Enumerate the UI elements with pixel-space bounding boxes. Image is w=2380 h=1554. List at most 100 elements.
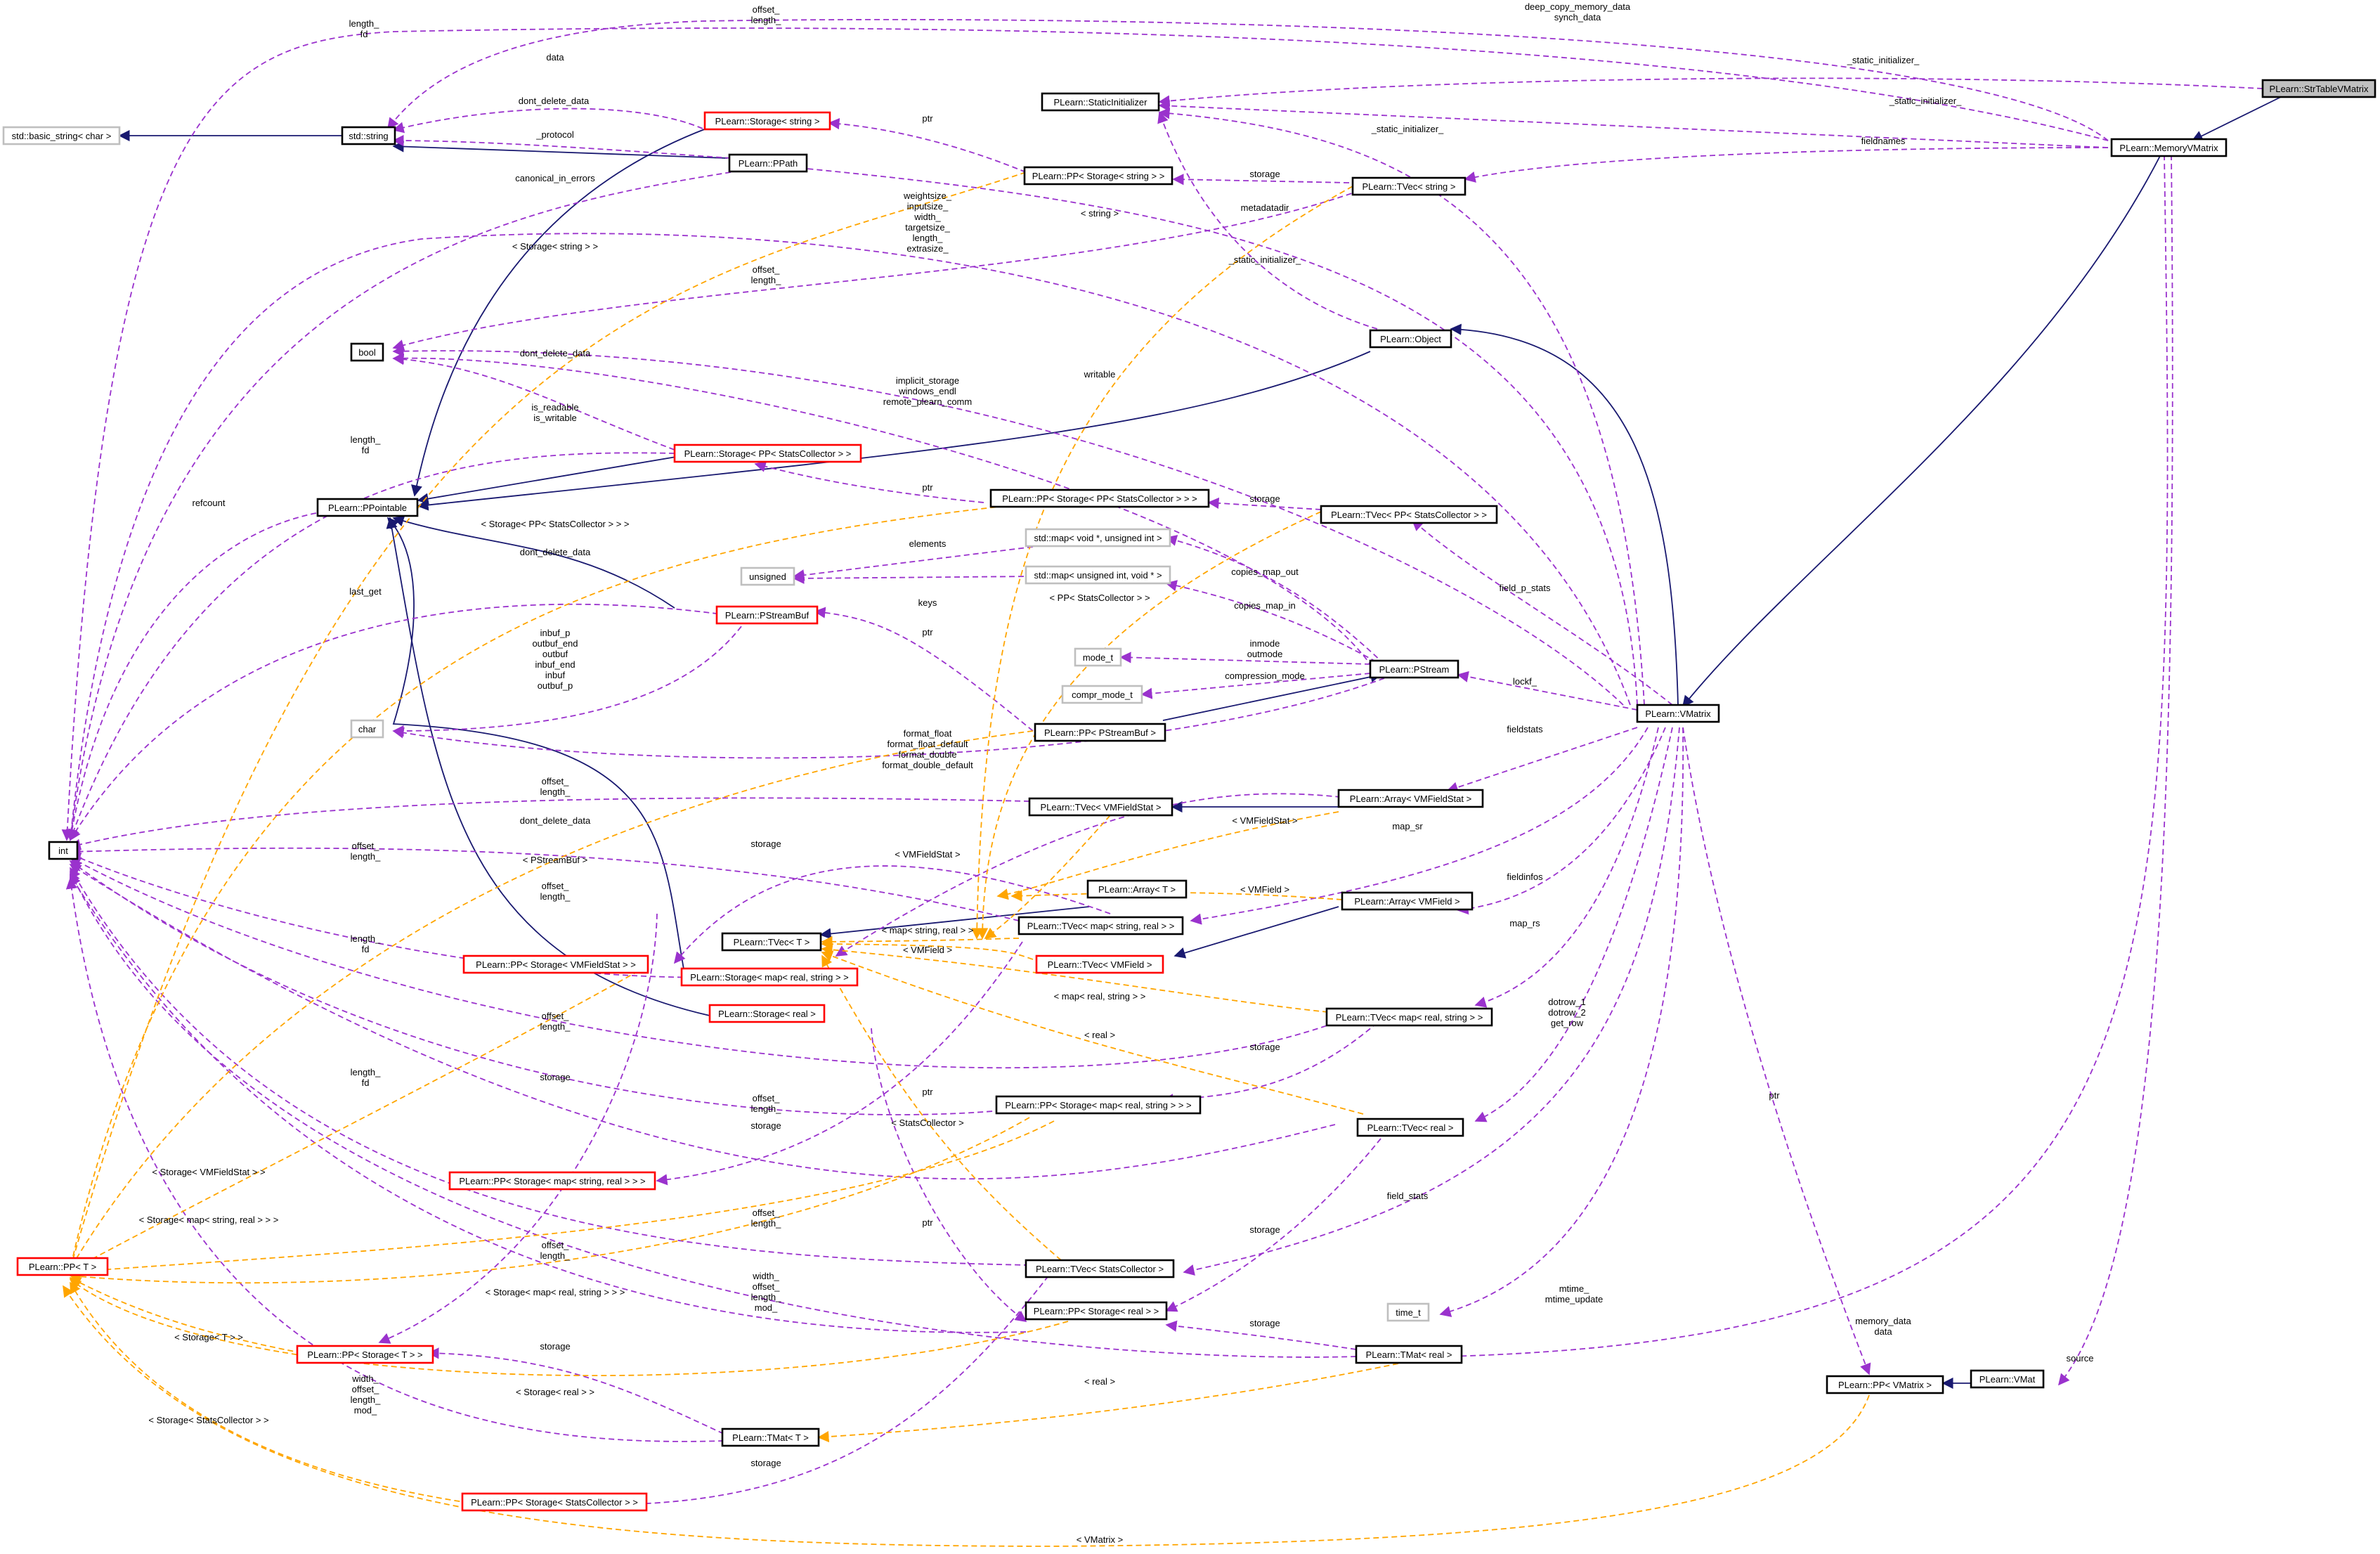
- edge-dep-46: [69, 860, 1002, 1115]
- node-tmat-real[interactable]: PLearn::TMat< real >: [1355, 1345, 1463, 1364]
- node-tvec-string[interactable]: PLearn::TVec< string >: [1351, 176, 1467, 196]
- edge-dep-41: [673, 865, 1111, 964]
- edge-label: < Storage< map< string, real > > >: [139, 1215, 279, 1225]
- node-label: PLearn::VMatrix: [1645, 708, 1711, 719]
- edge-label: fieldnames: [1861, 136, 1906, 146]
- node-tvec-map-string-real[interactable]: PLearn::TVec< map< string, real > >: [1017, 916, 1184, 935]
- edge-dep-44: [1474, 727, 1673, 1122]
- node-tvec-t[interactable]: PLearn::TVec< T >: [721, 932, 822, 952]
- edge-label: canonical_in_errors: [515, 173, 595, 183]
- edge-label: metadatadir: [1241, 202, 1289, 213]
- node-pstream[interactable]: PLearn::PStream: [1369, 659, 1459, 679]
- node-compr-mode-t[interactable]: compr_mode_t: [1061, 685, 1143, 704]
- node-pp-storage-map-real-string[interactable]: PLearn::PP< Storage< map< real, string >…: [995, 1095, 1202, 1115]
- node-vmat[interactable]: PLearn::VMat: [1970, 1369, 2045, 1389]
- edge-label: offset_length_: [751, 4, 781, 25]
- node-tvec-pp-statscollector[interactable]: PLearn::TVec< PP< StatsCollector > >: [1320, 505, 1498, 524]
- node-pp-storage-t[interactable]: PLearn::PP< Storage< T > >: [296, 1345, 434, 1364]
- node-unsigned[interactable]: unsigned: [740, 566, 795, 586]
- node-pp-storage-vmfieldstat[interactable]: PLearn::PP< Storage< VMFieldStat > >: [462, 954, 649, 974]
- node-char[interactable]: char: [350, 719, 384, 739]
- node-tvec-vmfield[interactable]: PLearn::TVec< VMField >: [1035, 954, 1164, 974]
- edge-label: storage: [750, 838, 781, 849]
- node-tvec-real[interactable]: PLearn::TVec< real >: [1356, 1118, 1464, 1137]
- node-pp-t[interactable]: PLearn::PP< T >: [16, 1257, 109, 1276]
- edge-dep-5: [1464, 147, 2109, 183]
- edge-dep-7: [392, 108, 703, 134]
- node-tmat-t[interactable]: PLearn::TMat< T >: [721, 1427, 820, 1447]
- node-pp-storage-real[interactable]: PLearn::PP< Storage< real > >: [1025, 1301, 1168, 1321]
- node-storage-real[interactable]: PLearn::Storage< real >: [708, 1004, 826, 1023]
- edge-label: < Storage< StatsCollector > >: [148, 1415, 268, 1425]
- node-label: std::map< unsigned int, void * >: [1034, 570, 1162, 581]
- edge-dep-1: [61, 27, 2109, 841]
- edge-label: storage: [1249, 169, 1280, 179]
- edge-label: dont_delete_data: [519, 96, 590, 106]
- edge-inherit-pstreambuf-ppointable: [392, 515, 675, 609]
- edge-label: offset_length_: [751, 264, 781, 285]
- node-array-vmfieldstat[interactable]: PLearn::Array< VMFieldStat >: [1337, 789, 1484, 808]
- node-ppath[interactable]: PLearn::PPath: [728, 153, 808, 173]
- edge-label: data: [546, 52, 564, 63]
- node-time-t[interactable]: time_t: [1386, 1302, 1430, 1322]
- node-label: mode_t: [1083, 652, 1114, 663]
- edge-label: < VMField >: [1240, 884, 1289, 895]
- edge-dep-8: [828, 117, 1027, 173]
- edge-dep-10: [65, 171, 731, 841]
- node-ppointable[interactable]: PLearn::PPointable: [316, 498, 419, 517]
- node-object[interactable]: PLearn::Object: [1369, 329, 1452, 349]
- edge-label: ptr: [922, 113, 933, 124]
- edge-label: field_stats: [1387, 1191, 1429, 1201]
- node-strtable-vmatrix[interactable]: PLearn::StrTableVMatrix: [2261, 79, 2376, 98]
- node-std-basic-string[interactable]: std::basic_string< char >: [2, 126, 121, 145]
- edge-label: width_offset_length_mod_: [751, 1271, 781, 1313]
- node-label: PLearn::PStreamBuf: [725, 610, 809, 621]
- edge-tpl-2: [971, 186, 1353, 940]
- node-vmatrix[interactable]: PLearn::VMatrix: [1636, 704, 1720, 723]
- node-pp-storage-pp-statscollector[interactable]: PLearn::PP< Storage< PP< StatsCollector …: [989, 488, 1210, 508]
- node-tvec-map-real-string[interactable]: PLearn::TVec< map< real, string > >: [1325, 1007, 1493, 1027]
- edge-inherit-storageppstats-ppointable: [417, 456, 677, 505]
- node-pp-storage-map-string-real[interactable]: PLearn::PP< Storage< map< string, real >…: [448, 1171, 656, 1191]
- edge-label: < VMFieldStat >: [895, 849, 960, 860]
- node-pp-vmatrix[interactable]: PLearn::PP< VMatrix >: [1826, 1375, 1944, 1394]
- node-memory-vmatrix[interactable]: PLearn::MemoryVMatrix: [2110, 138, 2228, 157]
- edge-dep-22: [1207, 497, 1322, 510]
- node-label: PLearn::TMat< T >: [732, 1432, 809, 1443]
- edge-label: < VMatrix >: [1077, 1534, 1123, 1545]
- node-label: PLearn::TVec< real >: [1367, 1122, 1454, 1133]
- edge-label: map_sr: [1392, 821, 1423, 831]
- node-static-initializer[interactable]: PLearn::StaticInitializer: [1041, 92, 1160, 112]
- node-storage-map-real-string[interactable]: PLearn::Storage< map< real, string > >: [680, 967, 859, 987]
- node-pp-storage-statscollector[interactable]: PLearn::PP< Storage< StatsCollector > >: [461, 1492, 648, 1512]
- node-storage-pp-statscollector[interactable]: PLearn::Storage< PP< StatsCollector > >: [673, 443, 862, 463]
- node-pstreambuf[interactable]: PLearn::PStreamBuf: [715, 605, 819, 625]
- edge-label: < Storage< map< real, string > > >: [486, 1287, 625, 1297]
- edge-inherit-tvect-arrayt: [819, 906, 1090, 940]
- node-mode-t[interactable]: mode_t: [1074, 647, 1122, 667]
- edge-label: source: [2066, 1353, 2093, 1364]
- node-std-map-voidp[interactable]: std::map< void *, unsigned int >: [1025, 528, 1171, 548]
- node-pp-pstreambuf[interactable]: PLearn::PP< PStreamBuf >: [1034, 723, 1166, 742]
- edge-label: length_fd: [351, 933, 381, 954]
- node-std-string[interactable]: std::string: [341, 126, 396, 145]
- edge-tpl-15: [69, 1120, 1055, 1277]
- node-int[interactable]: int: [48, 841, 79, 860]
- edge-label: dont_delete_data: [520, 547, 591, 557]
- edge-tpl-1: [67, 171, 1027, 1270]
- node-label: PLearn::PP< Storage< T > >: [307, 1349, 422, 1360]
- edge-label: lockf_: [1513, 676, 1537, 687]
- node-std-map-uint[interactable]: std::map< unsigned int, void * >: [1025, 565, 1171, 585]
- edge-tpl-5: [70, 730, 1034, 1270]
- node-bool[interactable]: bool: [350, 342, 384, 362]
- edge-label: < Storage< string > >: [512, 241, 598, 252]
- node-pp-storage-string[interactable]: PLearn::PP< Storage< string > >: [1023, 166, 1173, 186]
- node-array-vmfield[interactable]: PLearn::Array< VMField >: [1341, 891, 1474, 911]
- node-tvec-statscollector[interactable]: PLearn::TVec< StatsCollector >: [1025, 1259, 1175, 1278]
- node-storage-string[interactable]: PLearn::Storage< string >: [703, 111, 831, 131]
- node-tvec-vmfieldstat[interactable]: PLearn::TVec< VMFieldStat >: [1028, 797, 1173, 817]
- edge-label: length_fd: [351, 434, 381, 455]
- node-array-t[interactable]: PLearn::Array< T >: [1086, 879, 1188, 899]
- edge-label: < VMFieldStat >: [1232, 815, 1297, 826]
